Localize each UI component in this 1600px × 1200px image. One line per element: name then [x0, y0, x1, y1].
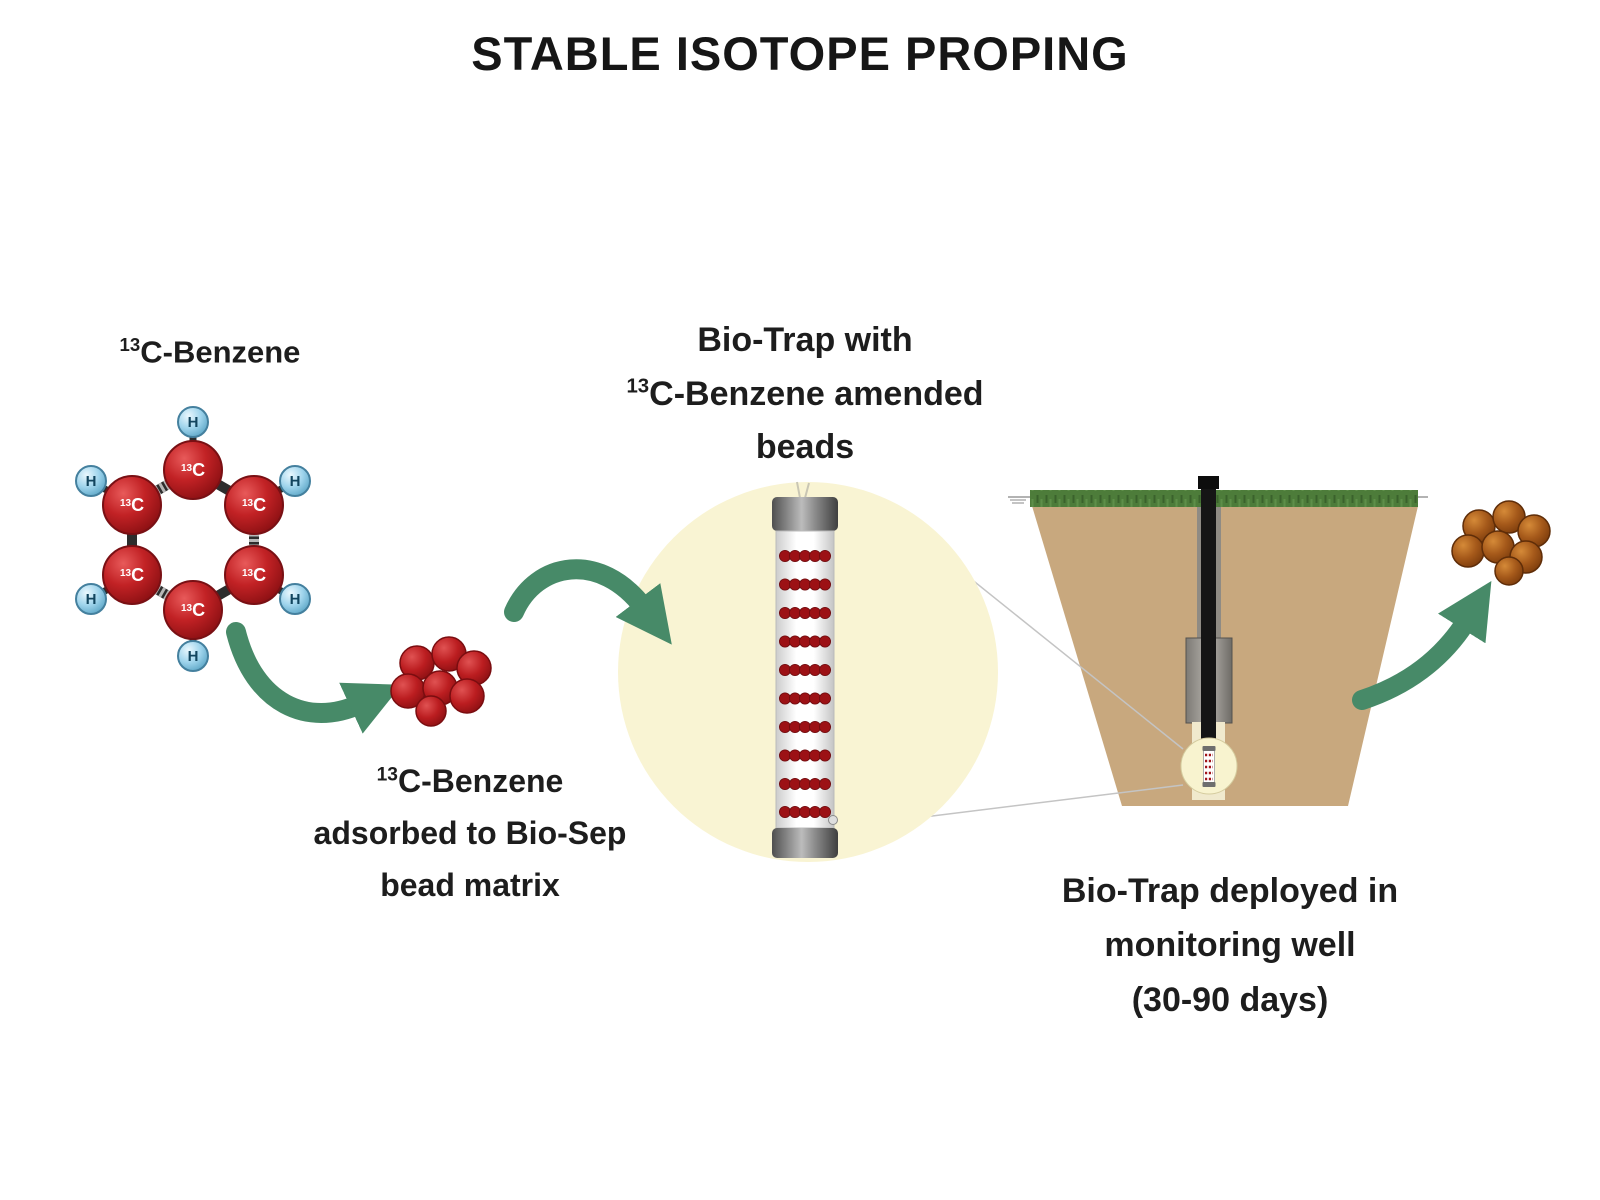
- carbon-label: 13C: [120, 565, 144, 585]
- carbon-atoms: [102, 440, 284, 640]
- survey-marks: [1010, 499, 1026, 504]
- deployed-biotrap: [1180, 737, 1238, 795]
- biotrap-step-line1: Bio-Trap with: [697, 321, 913, 359]
- bead-step-line3: bead matrix: [380, 866, 560, 903]
- hydrogen-label: H: [86, 473, 97, 490]
- well-step-line2: monitoring well: [1104, 926, 1356, 965]
- bead-step-line1: 13C-Benzene: [376, 763, 564, 799]
- carbon-label: 13C: [242, 495, 266, 515]
- well-pipe: [1201, 477, 1216, 745]
- hydrogen-label: H: [86, 591, 97, 608]
- page-title: STABLE ISOTOPE PROPING: [471, 27, 1129, 80]
- bead-step-line2: adsorbed to Bio-Sep: [313, 814, 627, 851]
- carbon-atom: [102, 545, 162, 605]
- hydrogen-atoms: [75, 406, 311, 672]
- carbon-label: 13C: [242, 565, 266, 585]
- biotrap-bottom-cap: [772, 828, 838, 858]
- hydrogen-atom: [177, 406, 209, 438]
- carbon-label: 13C: [120, 495, 144, 515]
- carbon-label: 13C: [181, 600, 205, 620]
- monitoring-well: [1008, 476, 1428, 806]
- carbon-atom: [102, 475, 162, 535]
- biotrap-hanger-string: [796, 481, 810, 499]
- benzene-label-superscript: 13: [119, 334, 141, 355]
- bead-cluster-red: [390, 636, 492, 727]
- biotrap-step-label: Bio-Trap with 13C-Benzene amended beads: [590, 314, 1020, 475]
- hydrogen-label: H: [290, 473, 301, 490]
- biotrap-screw-dot: [828, 815, 838, 825]
- hydrogen-atom: [177, 640, 209, 672]
- bead-step-label: 13C-Benzene adsorbed to Bio-Sep bead mat…: [295, 756, 645, 911]
- carbon-labels: 13C 13C 13C 13C 13C 13C: [120, 460, 266, 620]
- arrow-well-to-sample: [1352, 581, 1492, 710]
- well-step-line1: Bio-Trap deployed in: [1061, 872, 1399, 910]
- arrow-beads-to-biotrap: [504, 559, 672, 645]
- arrow-benzene-to-beads: [226, 622, 402, 734]
- hydrogen-label: H: [290, 591, 301, 608]
- hydrogen-labels: H H H H H H: [86, 414, 301, 665]
- carbon-label: 13C: [181, 460, 205, 480]
- hydrogen-label: H: [188, 648, 199, 665]
- hydrogen-atom: [279, 465, 311, 497]
- carbon-atom: [163, 580, 223, 640]
- biotrap-step-line3: beads: [755, 428, 855, 467]
- zoom-connector-lines: [899, 549, 1184, 821]
- biotrap-device: [772, 481, 838, 858]
- carbon-atom: [163, 440, 223, 500]
- biotrap-step-line2: 13C-Benzene amended: [626, 374, 984, 413]
- benzene-molecule-label: 13C-Benzene: [75, 334, 345, 370]
- well-step-line3: (30-90 days): [1131, 980, 1329, 1019]
- bead-cluster-brown: [1451, 500, 1551, 586]
- double-bond-hatches: [149, 477, 259, 603]
- hydrogen-atom: [279, 583, 311, 615]
- hydrogen-label: H: [188, 414, 199, 431]
- benzene-label-text: C-Benzene: [140, 334, 301, 370]
- well-step-label: Bio-Trap deployed in monitoring well (30…: [1030, 864, 1430, 1027]
- biotrap-highlight-circle: [618, 481, 998, 862]
- carbon-atom: [224, 545, 284, 605]
- grass-strip: [1030, 490, 1418, 507]
- hydrogen-atom: [75, 583, 107, 615]
- well-pipe-cap: [1198, 476, 1219, 489]
- carbon-atom: [224, 475, 284, 535]
- hydrogen-atom: [75, 465, 107, 497]
- biotrap-top-cap: [772, 497, 838, 531]
- benzene-molecule: H H H H H H 13C 13C 13C 13C 13C: [75, 406, 311, 672]
- flow-arrows: [226, 559, 1492, 734]
